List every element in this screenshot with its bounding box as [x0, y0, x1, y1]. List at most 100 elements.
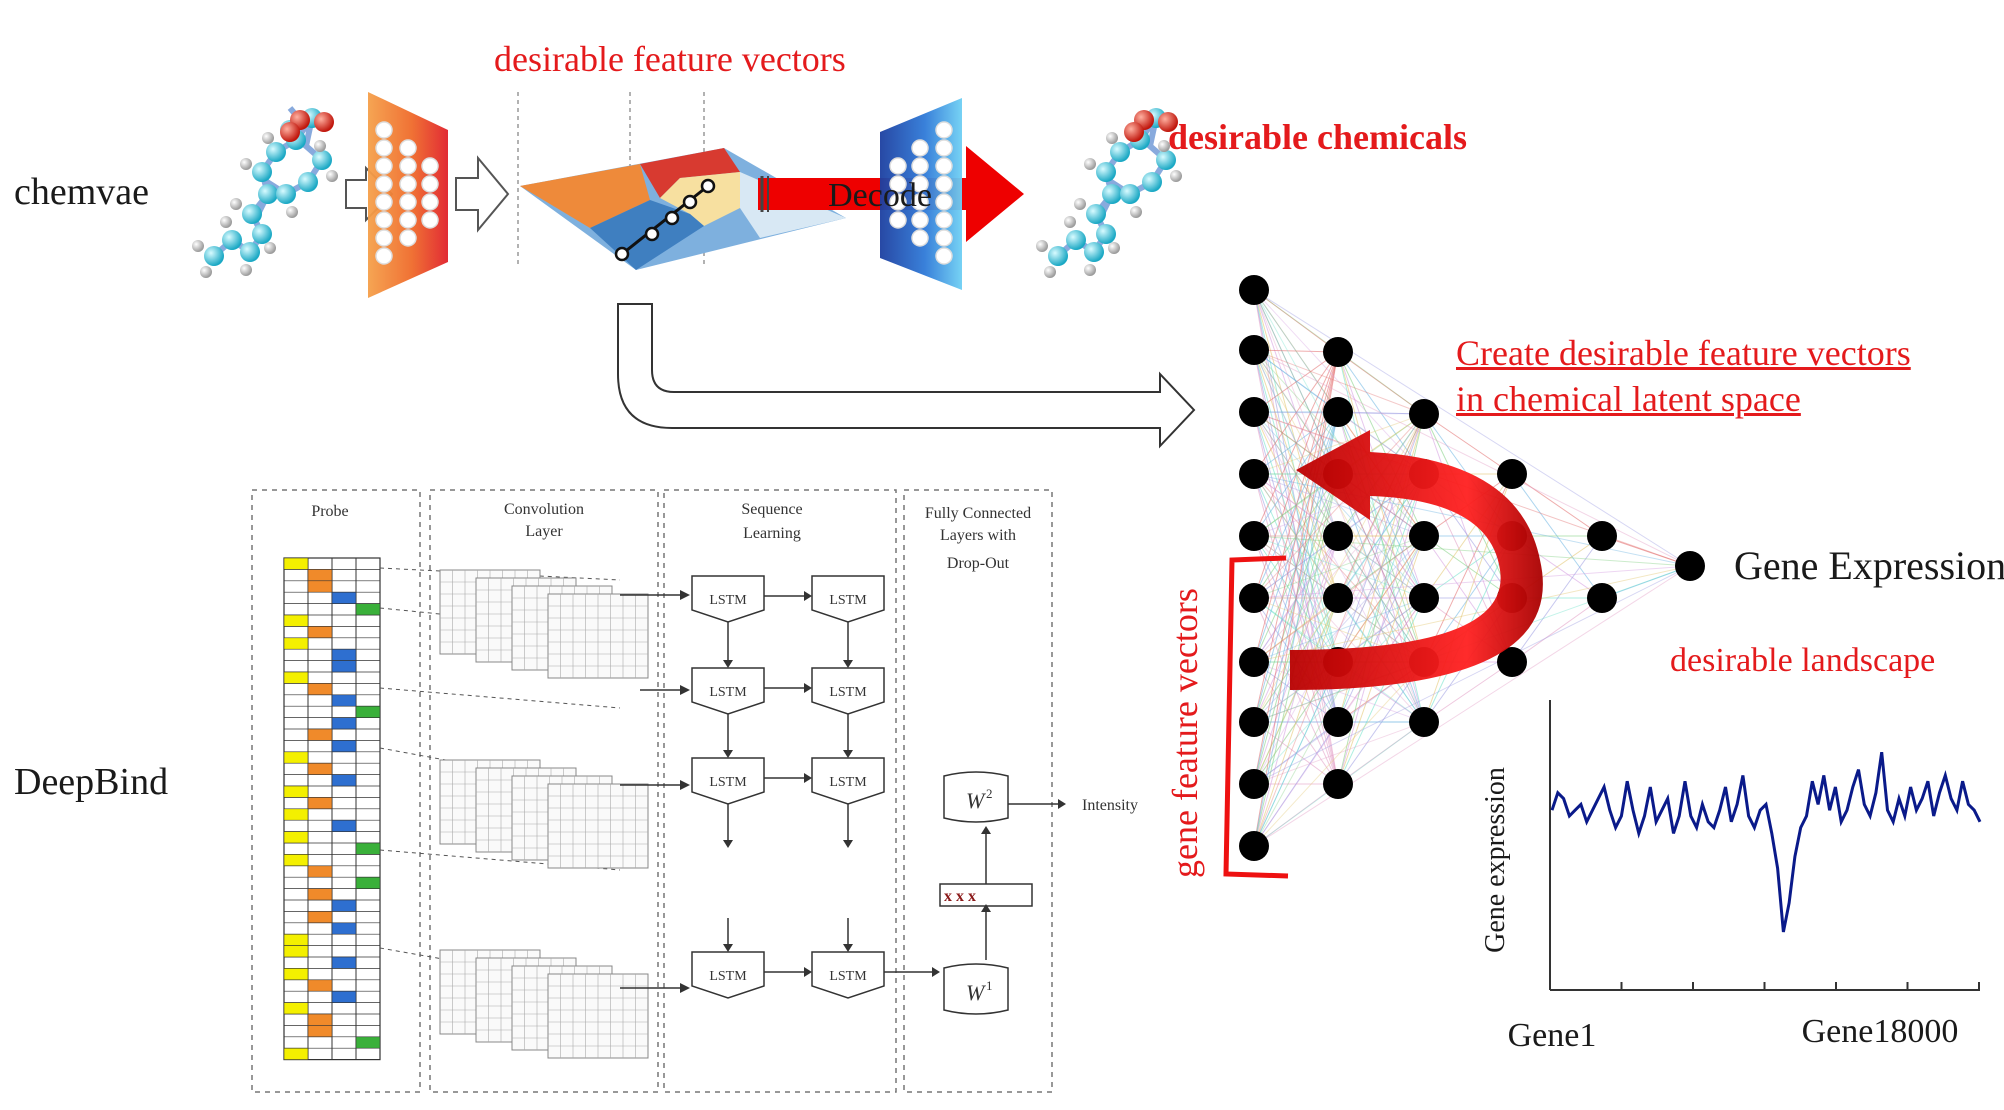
desirable-landscape-label: desirable landscape: [1670, 642, 1936, 679]
probe-base-cell: [307, 797, 333, 810]
lstm-label: LSTM: [709, 775, 747, 790]
probe-base-cell: [355, 603, 381, 616]
probe-base-cell: [331, 819, 357, 832]
probe-base-cell: [331, 694, 357, 707]
probe-base-cell: [355, 705, 381, 718]
lstm-label: LSTM: [709, 685, 747, 700]
encoder-output-arrow: [455, 155, 510, 233]
probe-base-cell: [331, 648, 357, 661]
chart-series-line: [1550, 751, 1982, 933]
probe-header: Probe: [311, 503, 348, 520]
probe-base-cell: [283, 637, 309, 650]
probe-base-cell: [331, 990, 357, 1003]
network-node: [1409, 707, 1439, 737]
probe-base-cell: [355, 876, 381, 889]
network-node: [1323, 397, 1353, 427]
probe-base-cell: [331, 660, 357, 673]
probe-base-cell: [283, 808, 309, 821]
probe-base-cell: [283, 1047, 309, 1060]
lstm-label: LSTM: [829, 969, 867, 984]
probe-base-cell: [307, 626, 333, 639]
network-node: [1675, 551, 1705, 581]
lstm-label: LSTM: [829, 685, 867, 700]
probe-base-cell: [307, 580, 333, 593]
probe-base-cell: [307, 911, 333, 924]
probe-base-cell: [355, 1036, 381, 1049]
network-node: [1239, 647, 1269, 677]
network-node: [1409, 521, 1439, 551]
network-node: [1587, 521, 1617, 551]
probe-base-cell: [307, 728, 333, 741]
create-feature-vectors-line2: in chemical latent space: [1456, 379, 1801, 419]
network-node: [1239, 521, 1269, 551]
probe-base-cell: [307, 762, 333, 775]
lstm-label: LSTM: [829, 593, 867, 608]
w1-label: W: [966, 980, 986, 1005]
decoder-icon: [880, 98, 962, 290]
probe-base-cell: [307, 569, 333, 582]
network-node: [1409, 583, 1439, 613]
latent-to-network-arrow: [617, 303, 1196, 449]
probe-base-cell: [307, 888, 333, 901]
chart-xtick-label-first: Gene1: [1508, 1017, 1597, 1054]
network-node: [1497, 647, 1527, 677]
probe-base-cell: [331, 591, 357, 604]
network-node: [1239, 335, 1269, 365]
chart-xtick-label-last: Gene18000: [1802, 1013, 1959, 1050]
network-node: [1497, 459, 1527, 489]
feedback-curve-arrow: [1290, 430, 1543, 690]
encoder-icon: [368, 92, 448, 298]
w1-sup: 1: [986, 978, 993, 993]
desirable-feature-vectors-label: desirable feature vectors: [494, 39, 846, 79]
probe-base-cell: [331, 717, 357, 730]
gene-feature-bracket: [1223, 555, 1289, 879]
probe-base-cell: [331, 956, 357, 969]
fc-header-2: Layers with: [940, 527, 1016, 544]
convolution-header-1: Convolution: [504, 501, 584, 518]
decode-label: Decode: [828, 177, 932, 214]
w2-sup: 2: [986, 786, 993, 801]
network-node: [1587, 583, 1617, 613]
sequence-header-2: Learning: [743, 525, 801, 542]
probe-base-cell: [355, 842, 381, 855]
network-node: [1323, 769, 1353, 799]
lstm-block: [811, 575, 885, 623]
intensity-label: Intensity: [1082, 797, 1138, 814]
network-node: [1239, 275, 1269, 305]
network-node: [1239, 831, 1269, 861]
lstm-label: LSTM: [709, 969, 747, 984]
network-node: [1239, 707, 1269, 737]
probe-base-cell: [283, 854, 309, 867]
lstm-block: [811, 667, 885, 715]
lstm-block: [811, 951, 885, 999]
probe-base-cell: [283, 614, 309, 627]
dropout-marks: x x x: [944, 888, 976, 905]
network-node: [1239, 583, 1269, 613]
sequence-header-1: Sequence: [741, 501, 802, 518]
probe-base-cell: [307, 1025, 333, 1038]
input-molecule-icon: [192, 106, 338, 278]
create-feature-vectors-line1: Create desirable feature vectors: [1456, 333, 1911, 373]
network-node: [1239, 397, 1269, 427]
chemvae-label: chemvae: [14, 171, 150, 213]
probe-base-cell: [331, 740, 357, 753]
probe-base-cell: [283, 671, 309, 684]
network-node: [1239, 459, 1269, 489]
probe-base-cell: [331, 774, 357, 787]
lstm-block: [691, 951, 765, 999]
probe-base-cell: [331, 899, 357, 912]
chart-ylabel: Gene expression: [1480, 767, 1511, 953]
probe-base-cell: [331, 922, 357, 935]
network-node: [1323, 583, 1353, 613]
lstm-block: [691, 757, 765, 805]
deepbind-architecture: Probe Convolution Layer Sequence Learnin…: [251, 489, 1138, 1093]
neural-network: [1253, 289, 1691, 847]
probe-base-cell: [307, 979, 333, 992]
desirable-chemicals-label: desirable chemicals: [1168, 117, 1467, 157]
probe-base-cell: [283, 1002, 309, 1015]
network-node: [1239, 769, 1269, 799]
network-node: [1323, 337, 1353, 367]
lstm-label: LSTM: [829, 775, 867, 790]
probe-base-cell: [307, 865, 333, 878]
